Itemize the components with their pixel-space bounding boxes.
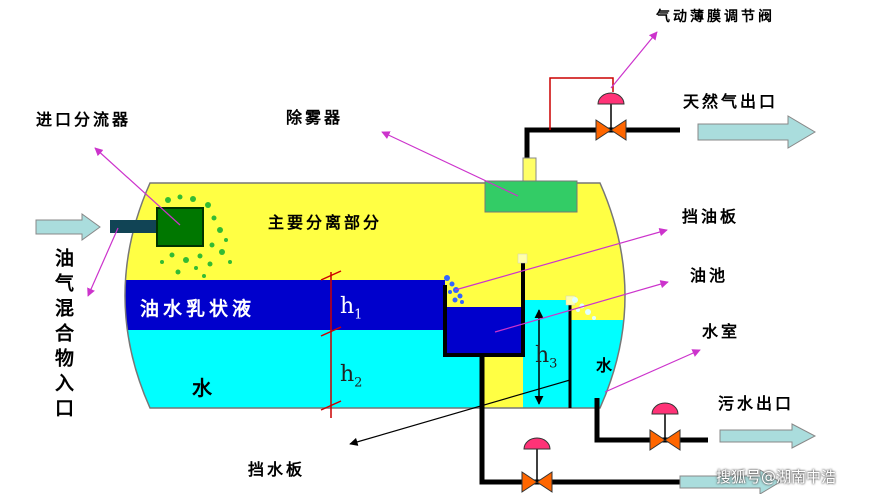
mist-eliminator-neck (522, 157, 537, 182)
gas-valve-label: 气动薄膜调节阀 (656, 9, 775, 25)
h3-subscript: 3 (549, 356, 558, 372)
wastewater-outlet-label: 污水出口 (718, 394, 795, 413)
h1-label: h1 (340, 294, 362, 322)
water-layer (125, 330, 480, 408)
inlet-flow-arrow (35, 213, 101, 241)
oil-valve (521, 437, 553, 493)
vessel-outline (124, 182, 626, 409)
water-column (523, 300, 570, 408)
dimension-lines (320, 270, 544, 418)
inlet-pipe (110, 220, 160, 233)
pointer-lines (87, 31, 701, 393)
oil-bucket-fill (445, 307, 523, 355)
oil-pipe (479, 355, 680, 485)
mist-eliminator-label: 除雾器 (286, 108, 344, 127)
emulsion-layer (125, 280, 445, 330)
vessel-contents (125, 183, 625, 408)
oil-weir-label: 挡油板 (682, 207, 740, 226)
h2-symbol: h (340, 362, 355, 387)
watermark: 搜狐号@湖南中浩 (716, 468, 837, 486)
gas-outlet-arrow (697, 115, 816, 149)
h3-symbol: h (535, 343, 550, 368)
oil-outlet-arrow (679, 469, 781, 494)
gas-pipe (524, 127, 680, 160)
main-section-label: 主要分离部分 (268, 213, 383, 232)
wastewater-outlet-arrow (719, 423, 817, 449)
water-weir-label: 挡水板 (248, 460, 306, 479)
h1-symbol: h (340, 294, 355, 319)
oil-gas-inlet-label: 油气混合物入口 (52, 248, 74, 423)
water-weir-pointer (349, 379, 571, 446)
emulsion-label: 油水乳状液 (140, 298, 256, 320)
gas-outlet-label: 天然气出口 (683, 92, 779, 111)
oil-bucket-label: 油池 (690, 266, 729, 285)
mist-eliminator (484, 180, 578, 213)
h3-label: h3 (535, 343, 557, 371)
oil-spill-droplets (444, 275, 464, 304)
wastewater-valve (649, 402, 681, 451)
water-chamber-label: 水室 (702, 322, 741, 341)
h2-label: h2 (340, 362, 362, 390)
h2-subscript: 2 (354, 375, 363, 391)
inlet-diverter-label: 进口分流器 (36, 110, 132, 129)
inlet-diverter (156, 207, 204, 247)
gas-valve (595, 92, 627, 141)
water-label: 水 (192, 376, 215, 400)
water-chamber-inner-label: 水 (596, 356, 616, 375)
h1-subscript: 1 (354, 307, 363, 323)
inlet-droplets (160, 194, 232, 278)
